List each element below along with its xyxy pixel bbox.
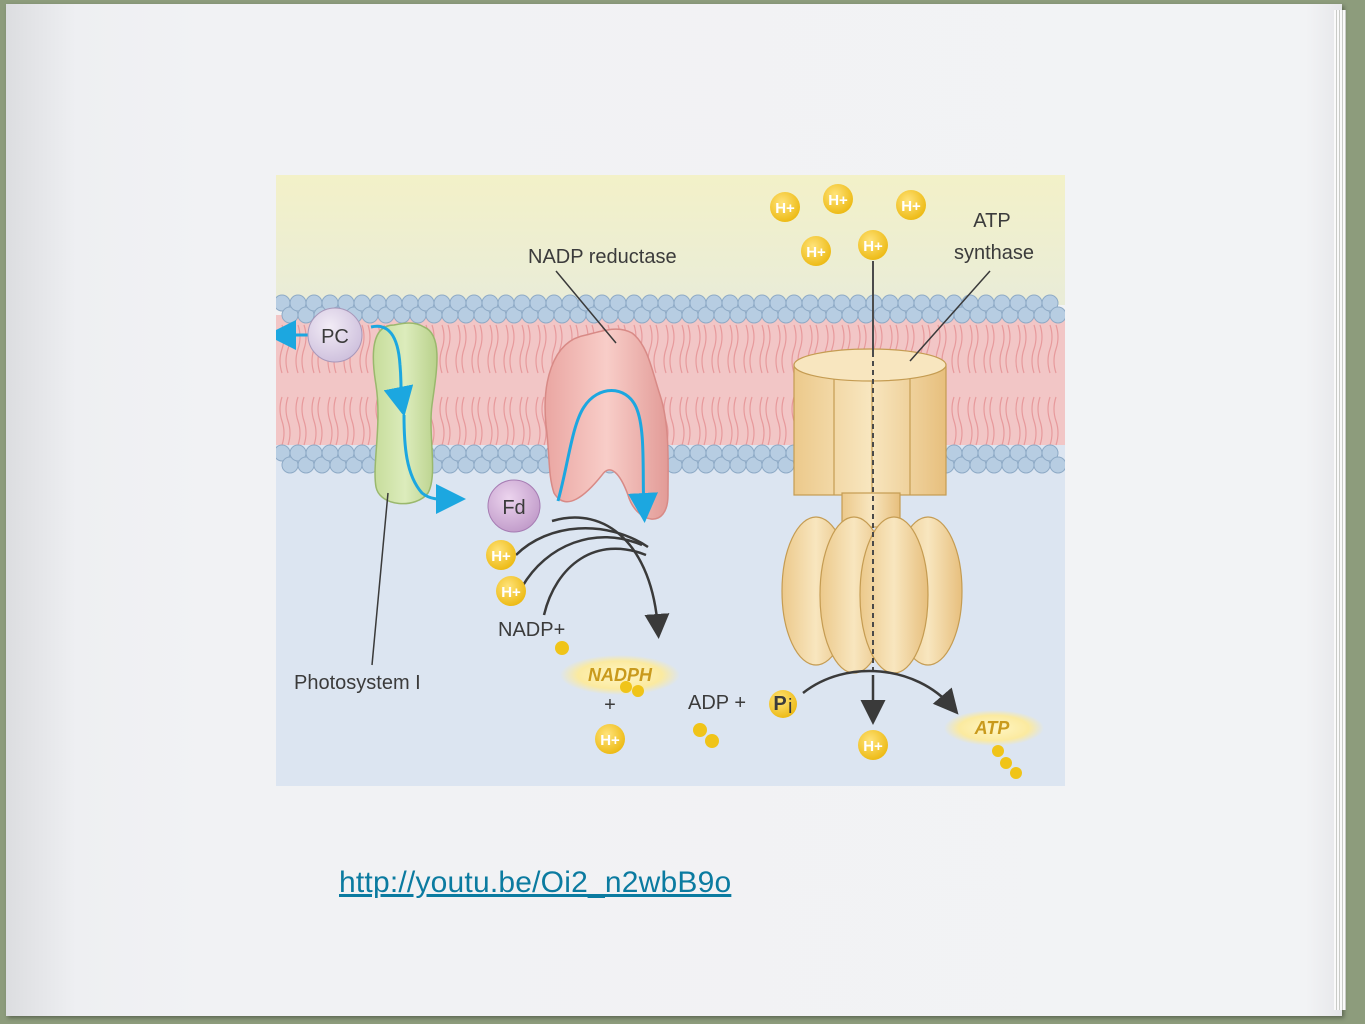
nadph-arrow-h1 (515, 527, 649, 556)
proton-lumen-4: H+ (801, 236, 831, 266)
photosystem-i-protein (372, 322, 438, 505)
pc-molecule (307, 307, 363, 363)
proton-stroma-1: H+ (486, 540, 516, 570)
nadph-arrow-nadp (542, 547, 647, 616)
lipid-heads-top (276, 294, 1065, 324)
svg-text:H+: H+ (863, 238, 883, 255)
adp-dot-2 (705, 734, 719, 748)
proton-exit: H+ (858, 730, 888, 760)
svg-text:H+: H+ (828, 192, 848, 209)
plus-sign: + (604, 694, 616, 716)
photosynthesis-diagram: PC Fd NADP reductase Photosystem I H+ H+… (276, 175, 1065, 786)
reductase-electron-path (556, 389, 658, 523)
pi-subscript: i (788, 696, 792, 718)
nadp-plus-label: NADP+ (498, 619, 565, 641)
atp-arrow (802, 669, 959, 715)
svg-text:H+: H+ (806, 244, 826, 261)
ps-electron-path (370, 324, 414, 417)
nadp-dot (555, 641, 569, 655)
svg-text:H+: H+ (600, 732, 620, 749)
lumen-region (276, 175, 1065, 305)
svg-text:H+: H+ (501, 584, 521, 601)
fd-label: Fd (502, 497, 525, 519)
photosystem-label: Photosystem I (294, 672, 421, 694)
nadph-dot-1 (620, 681, 632, 693)
adp-dot-1 (693, 723, 707, 737)
pi-label: P (773, 693, 786, 715)
nadph-label: NADPH (588, 665, 653, 685)
proton-stroma-2: H+ (496, 576, 526, 606)
proton-lumen-2: H+ (823, 184, 853, 214)
youtube-link[interactable]: http://youtu.be/Oi2_n2wbB9o (339, 866, 732, 899)
atp-dot-1 (992, 745, 1004, 757)
ps-electron-path-2 (402, 414, 466, 515)
nadp-reductase-pointer (555, 270, 617, 344)
proton-lumen-5: H+ (858, 230, 888, 260)
nadph-glow (560, 655, 680, 695)
page-edge (1334, 10, 1346, 1010)
svg-text:H+: H+ (863, 738, 883, 755)
atp-synthase-label-1: ATP (973, 210, 1010, 232)
nadp-reductase-label: NADP reductase (528, 246, 677, 268)
photosystem-pointer (371, 492, 389, 666)
adp-label: ADP + (688, 692, 746, 714)
atp-dot-2 (1000, 757, 1012, 769)
svg-text:H+: H+ (901, 198, 921, 215)
svg-text:H+: H+ (775, 200, 795, 217)
atp-synthase (781, 343, 963, 675)
atp-glow (944, 710, 1044, 746)
nadph-arrow-h2 (520, 536, 643, 588)
atp-label: ATP (974, 718, 1011, 738)
fd-molecule (487, 479, 541, 533)
proton-lumen-1: H+ (770, 192, 800, 222)
nadph-dot-2 (632, 685, 644, 697)
atp-dot-3 (1010, 767, 1022, 779)
svg-text:H+: H+ (491, 548, 511, 565)
nadp-reductase-protein (544, 328, 669, 520)
pi-molecule (769, 690, 797, 718)
atp-synthase-label-2: synthase (954, 242, 1034, 264)
proton-product: H+ (595, 724, 625, 754)
pc-label: PC (321, 326, 349, 348)
atp-synthase-pointer (909, 270, 991, 362)
proton-lumen-3: H+ (896, 190, 926, 220)
